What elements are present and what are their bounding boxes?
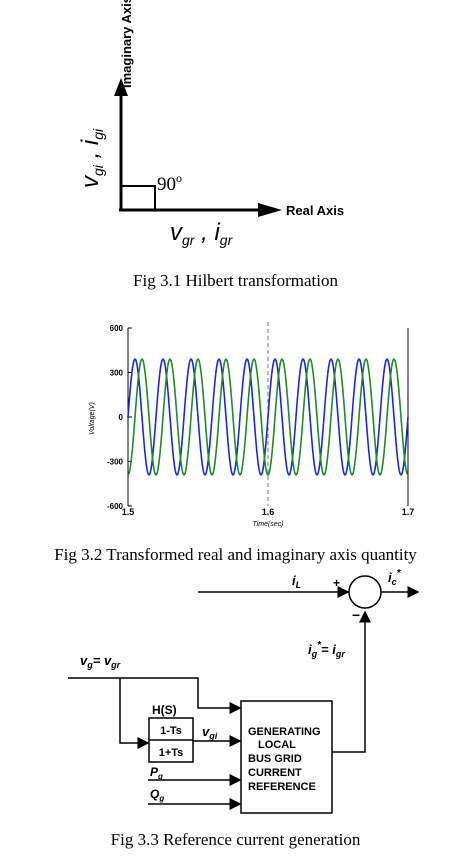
tf-denominator: 1+Ts — [159, 747, 184, 759]
fig-3-2-caption: Fig 3.2 Transformed real and imaginary a… — [54, 545, 417, 564]
hilbert-diagram: 90o Real Axis Imaginary Axis vgi , igi v… — [77, 0, 344, 248]
real-quantity-label: vgr , igr — [170, 219, 234, 248]
block-line-3: CURRENT — [248, 767, 302, 779]
right-angle-marker — [120, 185, 156, 211]
y-tick-label-4: -600 — [107, 502, 124, 511]
block-line-4: REFERENCE — [248, 781, 316, 793]
angle-label: 90o — [157, 171, 182, 195]
y-tick-label-3: -300 — [107, 458, 124, 467]
qg-label: Qg — [150, 787, 164, 803]
generating-block-text: GENERATING LOCAL BUS GRID CURRENT REFERE… — [248, 726, 321, 793]
real-axis-arrow — [258, 203, 282, 217]
x-tick-label-1: 1.6 — [262, 507, 275, 517]
il-label: iL — [292, 573, 301, 590]
hs-label: H(S) — [152, 703, 177, 717]
ig-label: gig*= igr — [308, 640, 345, 659]
tf-numerator: 1-Ts — [160, 725, 182, 737]
pg-label: Pg — [150, 765, 163, 781]
vg-line — [68, 677, 242, 714]
series-line-1 — [127, 358, 409, 476]
block-line-2: BUS GRID — [248, 753, 302, 765]
imaginary-quantity-label: vgi , igi — [77, 128, 106, 188]
y-tick-label-0: 600 — [110, 324, 124, 333]
ic-label: ic* — [388, 568, 402, 587]
real-axis-label: Real Axis — [286, 203, 344, 218]
plus-sign: + — [333, 576, 340, 590]
fig-3-3-caption: Fig 3.3 Reference current generation — [110, 830, 361, 849]
block-line-1: LOCAL — [258, 739, 296, 751]
fig-3-1-caption: Fig 3.1 Hilbert transformation — [133, 271, 338, 290]
imaginary-axis-label: Imaginary Axis — [119, 0, 134, 88]
x-tick-label-0: 1.5 — [122, 507, 135, 517]
y-tick-label-1: 300 — [110, 369, 124, 378]
summing-junction — [348, 575, 382, 609]
y-tick-label-2: 0 — [119, 413, 124, 422]
vg-label: vg= vgr — [80, 653, 121, 670]
generating-block — [240, 700, 333, 814]
vgi-label: vgi — [202, 724, 218, 741]
y-axis-label: Voltage(V) — [89, 402, 96, 435]
block-line-0: GENERATING — [248, 726, 321, 738]
series-line-0 — [127, 358, 409, 476]
x-tick-label-2: 1.7 — [402, 507, 415, 517]
minus-sign: − — [352, 607, 360, 623]
vg-branch-line — [119, 678, 150, 749]
reference-current-diagram: iL + ic* − gig*= igr vg= vgr H(S) 1-Ts 1… — [68, 568, 420, 814]
imaginary-axis-arrow — [114, 78, 128, 96]
ig-feedback-line — [332, 610, 371, 753]
x-axis-label: Time(sec) — [252, 521, 283, 528]
